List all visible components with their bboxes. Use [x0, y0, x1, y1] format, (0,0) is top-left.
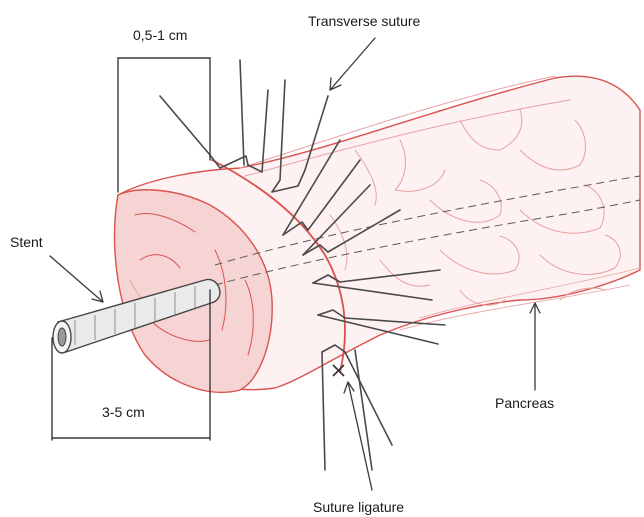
label-suture-ligature: Suture ligature — [313, 499, 404, 515]
label-width-top: 0,5-1 cm — [133, 27, 187, 43]
label-transverse-suture: Transverse suture — [308, 13, 421, 29]
pancreas-body — [114, 76, 640, 392]
ligature-mark — [333, 365, 344, 376]
label-pancreas: Pancreas — [495, 395, 554, 411]
label-stent: Stent — [10, 234, 43, 250]
label-width-bottom: 3-5 cm — [102, 404, 145, 420]
